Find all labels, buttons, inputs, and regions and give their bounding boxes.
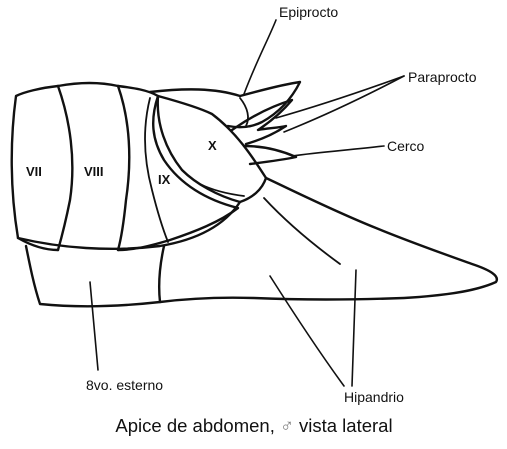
hipandrio-shape <box>160 178 497 302</box>
label-hipandrio: Hipandrio <box>344 389 404 405</box>
esterno-shape <box>26 246 164 306</box>
label-epiprocto: Epiprocto <box>279 4 338 20</box>
hipandrio-leader-left <box>270 276 344 386</box>
segment-viii-rear-edge <box>118 86 129 250</box>
esterno-leader <box>90 282 98 370</box>
label-cerco: Cerco <box>387 138 425 154</box>
label-paraprocto: Paraprocto <box>408 69 477 85</box>
epiprocto-leader <box>244 20 276 94</box>
hipandrio-leader-right <box>352 270 356 386</box>
segment-label-ix: IX <box>158 172 171 187</box>
segment-label-x: X <box>208 138 217 153</box>
male-symbol-icon: ♂ <box>280 415 294 436</box>
label-8vo-esterno: 8vo. esterno <box>86 377 163 393</box>
caption-text-after: vista lateral <box>299 415 393 436</box>
paraprocto-leader-lower <box>284 76 404 132</box>
segment-ix-shape <box>118 86 238 250</box>
segment-ix-lower-fold <box>145 98 168 242</box>
segment-vii-rear-line <box>58 83 118 86</box>
figure-caption: Apice de abdomen, ♂ vista lateral <box>115 415 392 436</box>
segment-label-viii: VIII <box>84 164 104 179</box>
segment-label-vii: VII <box>26 164 42 179</box>
segment-viii-front-edge <box>58 86 72 250</box>
caption-text-before: Apice de abdomen, <box>115 415 274 436</box>
segment-x-inner-line <box>200 184 244 196</box>
cerco-leader <box>292 146 384 156</box>
